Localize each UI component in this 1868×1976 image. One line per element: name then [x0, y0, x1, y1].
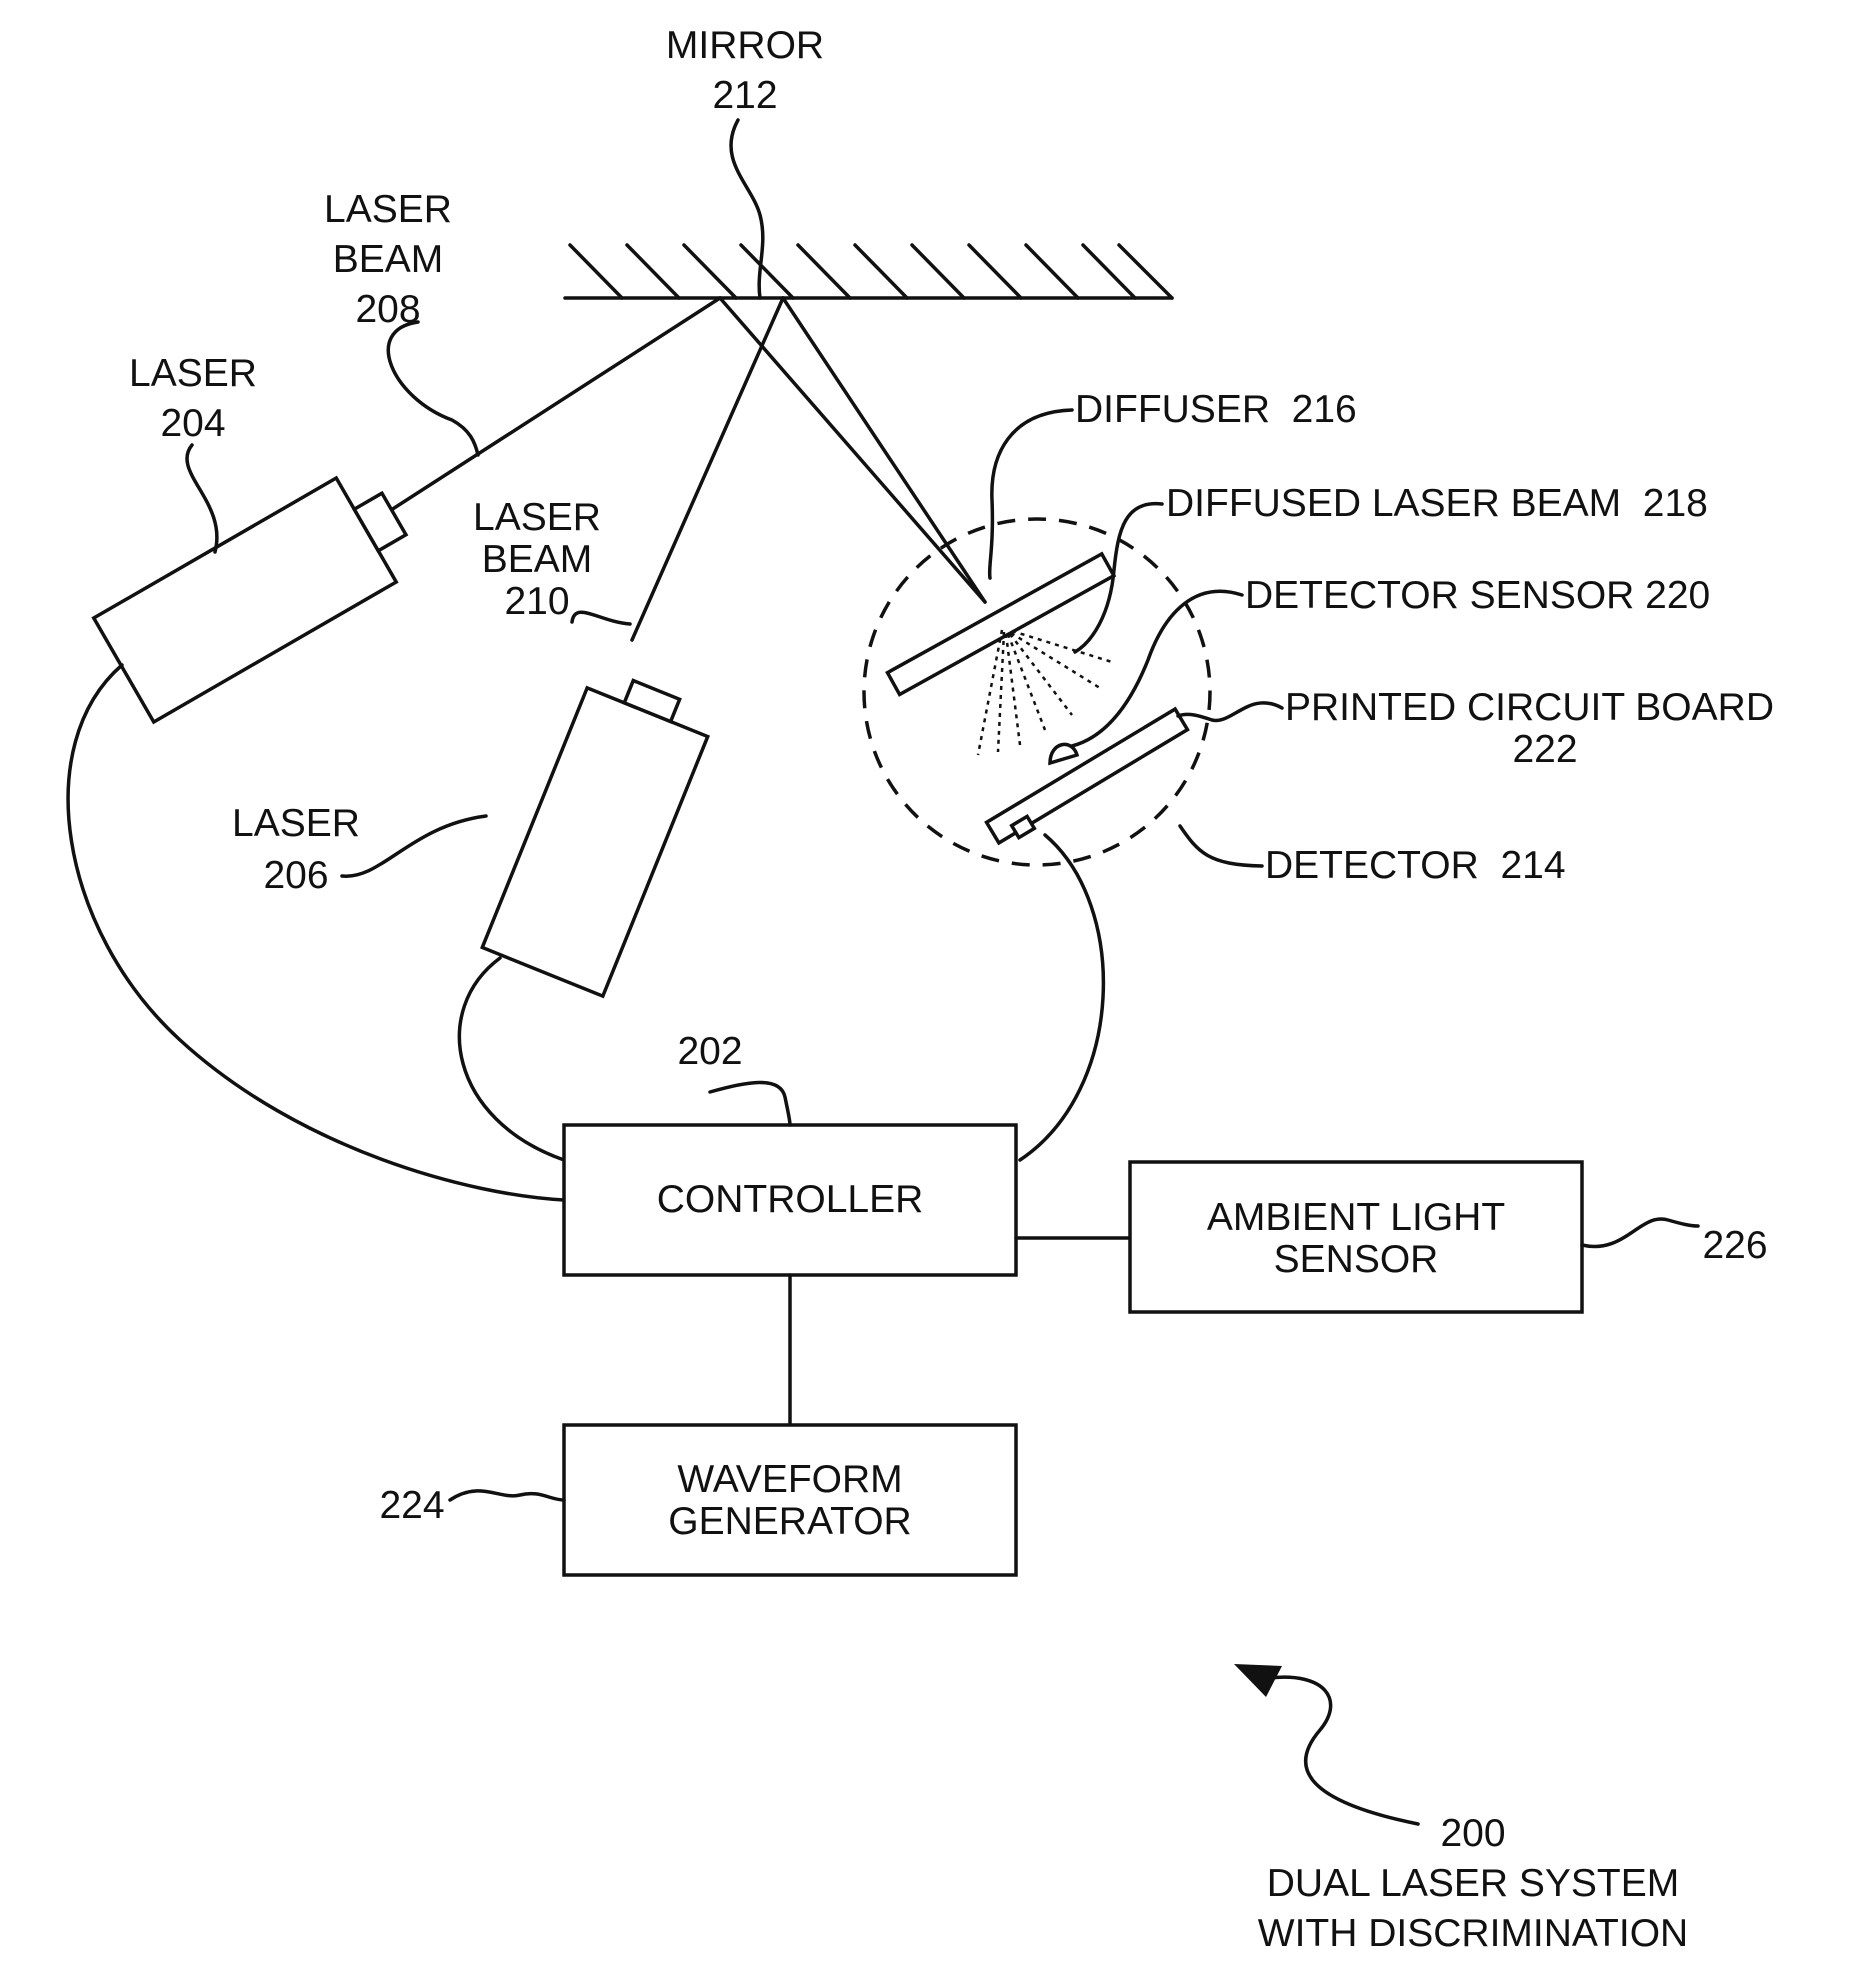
system-title-line2: WITH DISCRIMINATION — [1258, 1912, 1688, 1955]
system-pointer-line — [1270, 1677, 1418, 1824]
laser-206-body — [482, 666, 716, 997]
ambient-light-sensor-label-line1: AMBIENT LIGHT — [1207, 1196, 1505, 1239]
mirror-leader-line — [731, 120, 763, 298]
detector-cable — [1020, 835, 1103, 1160]
laser-beam-210-ref: 210 — [504, 580, 569, 623]
laser-beam-208 — [388, 298, 720, 512]
controller-label: CONTROLLER — [657, 1178, 924, 1221]
laser-beam-208-label-line2: BEAM — [333, 238, 444, 281]
laser-beam-210 — [632, 298, 783, 640]
laser-206-ref: 206 — [263, 854, 328, 897]
laser-206-cable — [459, 958, 564, 1160]
printed-circuit-board-leader — [1178, 703, 1282, 721]
laser-beam-208-reflected — [720, 298, 985, 602]
laser-206-label: LASER — [232, 802, 360, 845]
waveform-generator-label-line1: WAVEFORM — [677, 1458, 902, 1501]
system-ref: 200 — [1440, 1812, 1505, 1855]
laser-204-leader — [187, 445, 217, 552]
diffuser-leader — [990, 410, 1072, 578]
laser-beam-210-label-line1: LASER — [473, 496, 601, 539]
detector-sensor-label: DETECTOR SENSOR 220 — [1245, 574, 1710, 617]
laser-204-label: LASER — [129, 352, 257, 395]
detector-label: DETECTOR 214 — [1265, 844, 1566, 887]
diffuser-label: DIFFUSER 216 — [1075, 388, 1357, 431]
ambient-light-sensor-ref: 226 — [1702, 1224, 1767, 1267]
laser-206-leader — [342, 816, 486, 876]
detector-leader — [1180, 826, 1262, 866]
ambient-light-sensor-label-line2: SENSOR — [1274, 1238, 1439, 1281]
waveform-generator-leader — [450, 1491, 564, 1500]
mirror-label: MIRROR — [666, 24, 824, 67]
printed-circuit-board-label-line1: PRINTED CIRCUIT BOARD — [1285, 686, 1774, 729]
controller-leader — [710, 1082, 790, 1125]
laser-beam-210-leader — [572, 612, 630, 624]
printed-circuit-board-ref: 222 — [1512, 728, 1577, 771]
laser-beam-208-label-line1: LASER — [324, 188, 452, 231]
waveform-generator-label-line2: GENERATOR — [668, 1500, 911, 1543]
diffuser-plate — [887, 554, 1113, 695]
laser-204-ref: 204 — [160, 402, 225, 445]
controller-ref: 202 — [677, 1030, 742, 1073]
ambient-light-sensor-leader — [1582, 1219, 1698, 1247]
system-arrowhead-icon — [1234, 1664, 1282, 1697]
system-title-line1: DUAL LASER SYSTEM — [1267, 1862, 1680, 1905]
laser-204-body — [94, 462, 424, 722]
laser-beam-210-reflected — [783, 298, 985, 602]
diffused-laser-beam-label: DIFFUSED LASER BEAM 218 — [1166, 482, 1708, 525]
laser-beam-208-ref: 208 — [355, 288, 420, 331]
laser-beam-208-leader — [388, 322, 478, 455]
mirror — [565, 245, 1172, 298]
waveform-generator-ref: 224 — [379, 1484, 444, 1527]
laser-beam-210-label-line2: BEAM — [482, 538, 593, 581]
mirror-ref: 212 — [712, 74, 777, 117]
